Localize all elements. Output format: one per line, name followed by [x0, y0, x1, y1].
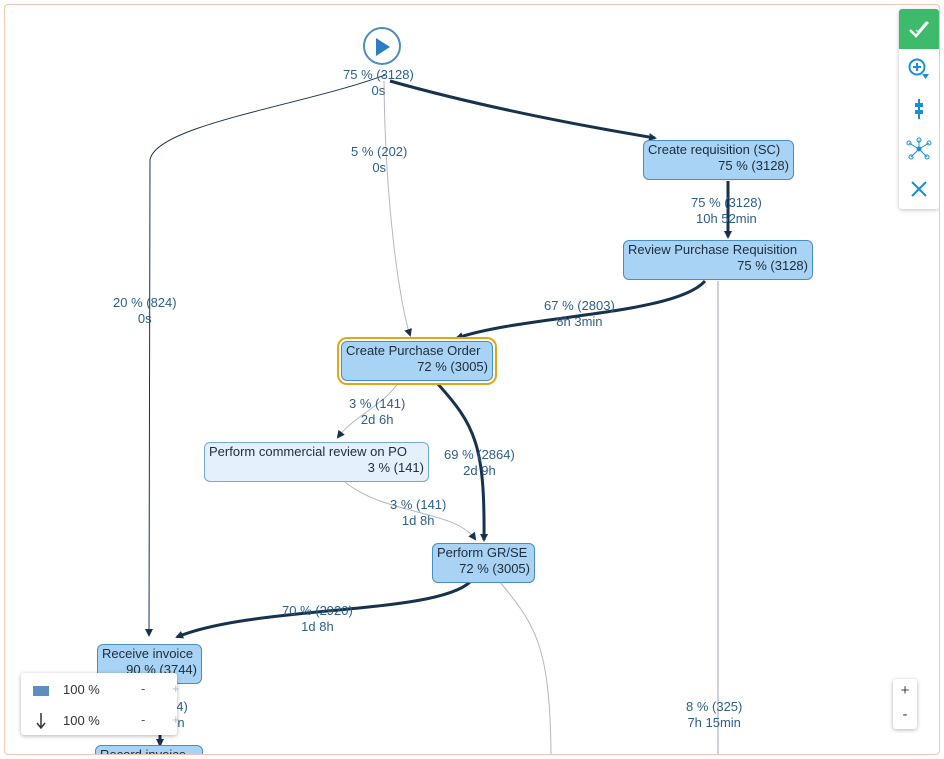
edge-create-po-gr	[435, 381, 489, 542]
edge-start-create-requisition	[389, 79, 657, 141]
node-create-requisition[interactable]: Create requisition (SC) 75 % (3128)	[643, 140, 794, 180]
node-name: Perform commercial review on PO	[209, 444, 407, 459]
legend-activity-row: 100 % - +	[21, 675, 180, 705]
node-create-purchase-order[interactable]: Create Purchase Order 72 % (3005)	[341, 341, 493, 381]
node-count: 3 % (141)	[367, 460, 424, 475]
edge-label-start-po: 5 % (202)0s	[351, 144, 408, 175]
map-toolbar	[899, 9, 939, 209]
node-record-invoice[interactable]: Record invoice	[95, 745, 203, 755]
network-icon	[906, 137, 932, 160]
node-count: 72 % (3005)	[459, 561, 530, 576]
node-perform-gr-se[interactable]: Perform GR/SE 72 % (3005)	[432, 543, 535, 583]
node-count: 75 % (3128)	[737, 258, 808, 273]
edge-gr-receive-invoice	[175, 580, 472, 639]
edge-label-start-out: 75 % (3128)0s	[343, 67, 414, 98]
edge-start-receive-invoice	[145, 74, 386, 637]
legend-path-row: 100 % - +	[21, 706, 180, 736]
network-button[interactable]	[899, 129, 939, 169]
apply-button[interactable]	[899, 9, 939, 49]
process-map-canvas[interactable]: 75 % (3128)0s 5 % (202)0s 20 % (824)0s 7…	[4, 4, 940, 755]
node-review-purchase-requisition[interactable]: Review Purchase Requisition 75 % (3128)	[623, 240, 813, 280]
edge-create-po-review-po	[336, 379, 401, 439]
node-perform-commercial-review[interactable]: Perform commercial review on PO 3 % (141…	[204, 442, 429, 482]
edge-label-review-out: 8 % (325)7h 15min	[686, 699, 743, 730]
path-minus-button[interactable]: -	[141, 712, 146, 727]
edge-label-review-po: 67 % (2803)8h 3min	[544, 298, 615, 329]
edge-label-po-review: 3 % (141)2d 6h	[349, 396, 406, 427]
path-plus-button[interactable]: +	[172, 712, 180, 727]
node-count: 75 % (3128)	[718, 158, 789, 173]
close-icon	[911, 181, 927, 197]
zoom-filter-icon	[908, 58, 929, 79]
play-icon	[376, 38, 390, 56]
node-name: Review Purchase Requisition	[628, 242, 798, 257]
node-name: Record invoice	[100, 747, 186, 755]
path-pct: 100 %	[63, 713, 100, 728]
zoom-filter-button[interactable]	[899, 49, 939, 89]
edge-label-reviewpo-gr: 3 % (141)1d 8h	[390, 497, 447, 528]
zoom-control: + -	[893, 679, 917, 729]
edge-start-create-po	[383, 80, 412, 337]
zoom-in-button[interactable]: +	[900, 682, 910, 699]
node-name: Perform GR/SE	[437, 545, 528, 560]
edge-review-create-po	[455, 279, 707, 340]
align-button[interactable]	[899, 89, 939, 129]
activity-pct: 100 %	[63, 682, 100, 697]
edge-label-start-inv: 20 % (824)0s	[113, 295, 177, 326]
activity-minus-button[interactable]: -	[141, 681, 146, 696]
close-button[interactable]	[899, 169, 939, 209]
activity-plus-button[interactable]: +	[172, 681, 180, 696]
node-name: Create requisition (SC)	[648, 142, 781, 157]
zoom-out-button[interactable]: -	[902, 706, 908, 723]
arrow-down-icon	[36, 713, 46, 729]
edge-label-gr-inv: 70 % (2920)1d 8h	[282, 603, 353, 634]
activity-swatch-icon	[33, 686, 49, 696]
edge-gr-down	[499, 581, 552, 754]
node-name: Receive invoice	[102, 646, 194, 661]
legend-panel: 100 % - + 100 % - +	[21, 673, 180, 736]
align-icon	[915, 99, 923, 119]
node-count: 72 % (3005)	[417, 359, 488, 374]
start-node[interactable]	[363, 27, 401, 65]
edge-label-req-review: 75 % (3128)10h 52min	[691, 195, 762, 226]
node-name: Create Purchase Order	[346, 343, 481, 358]
edge-label-po-gr: 69 % (2864)2d 9h	[444, 447, 515, 478]
apply-check-icon	[909, 21, 929, 38]
edge-review-po-gr	[344, 481, 477, 541]
